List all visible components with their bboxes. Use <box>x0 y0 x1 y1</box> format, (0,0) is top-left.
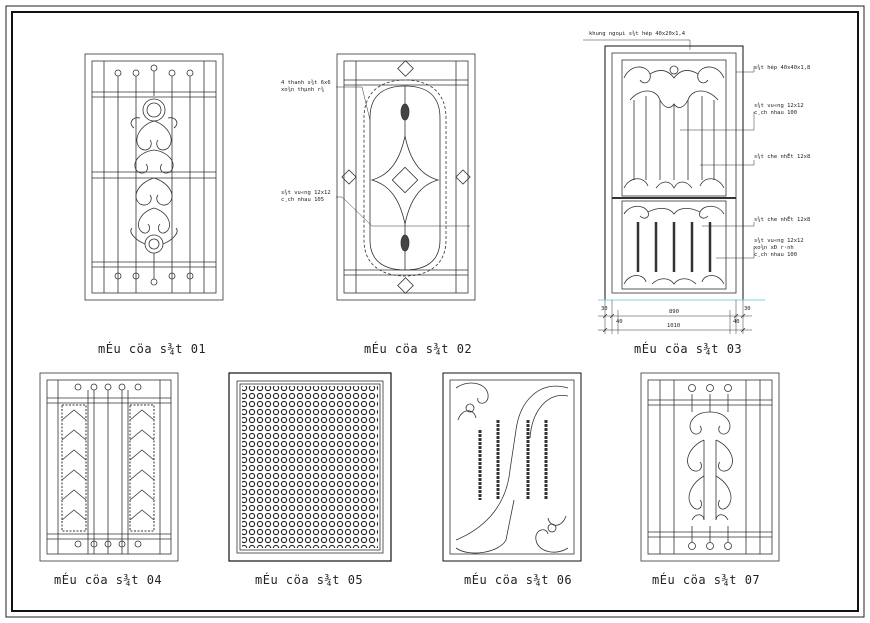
dim-left-30: 30 <box>601 306 608 312</box>
note-03-box-steel: s¾t hép 40x40x1,8 <box>754 65 811 71</box>
pattern-03-drawing <box>583 39 765 334</box>
note-03-square-bars: s¾t vu«ng 12x12 c¸ch nhau 100 <box>754 103 804 116</box>
pattern-02-drawing <box>336 53 476 301</box>
note-03-rect-bar-1: s¾t che nhËt 12x8 <box>754 154 811 160</box>
pattern-06-drawing <box>442 372 582 562</box>
dim-mid-890: 890 <box>669 309 679 315</box>
sheet-border-inner <box>11 11 859 612</box>
sheet-border-outer <box>5 5 865 618</box>
caption-pattern-05: mÉu cöa s¾t 05 <box>255 573 364 587</box>
dim-right-30: 30 <box>744 306 751 312</box>
caption-pattern-04: mÉu cöa s¾t 04 <box>54 573 163 587</box>
note-03-twisted-bars: s¾t vu«ng 12x12 xo¾n xÐ r·nh c¸ch nhau 1… <box>754 238 804 258</box>
perforated-panel <box>242 386 378 548</box>
dimension-ticks <box>602 313 746 333</box>
pattern-05-drawing <box>228 372 392 562</box>
caption-pattern-07: mÉu cöa s¾t 07 <box>652 573 761 587</box>
note-02-square-bars: s¾t vu«ng 12x12 c¸ch nhau 105 <box>281 190 331 203</box>
dim-left-40: 40 <box>616 319 623 325</box>
caption-pattern-02: mÉu cöa s¾t 02 <box>364 342 473 356</box>
note-03-outer-frame: khung ngoµi s¾t hép 40x20x1,4 <box>589 31 686 37</box>
note-02-twisted-bars: 4 thanh s¾t 6x6 xo¾n thµnh r¾ <box>281 80 331 93</box>
pattern-04-drawing <box>39 372 179 562</box>
dim-right-40: 40 <box>733 319 740 325</box>
dim-total-1010: 1010 <box>667 323 681 329</box>
caption-pattern-06: mÉu cöa s¾t 06 <box>464 573 573 587</box>
note-03-rect-bar-2: s¾t che nhËt 12x8 <box>754 217 811 223</box>
pattern-01-drawing <box>84 53 224 301</box>
caption-pattern-03: mÉu cöa s¾t 03 <box>634 342 743 356</box>
pattern-07-drawing <box>640 372 780 562</box>
caption-pattern-01: mÉu cöa s¾t 01 <box>98 342 207 356</box>
